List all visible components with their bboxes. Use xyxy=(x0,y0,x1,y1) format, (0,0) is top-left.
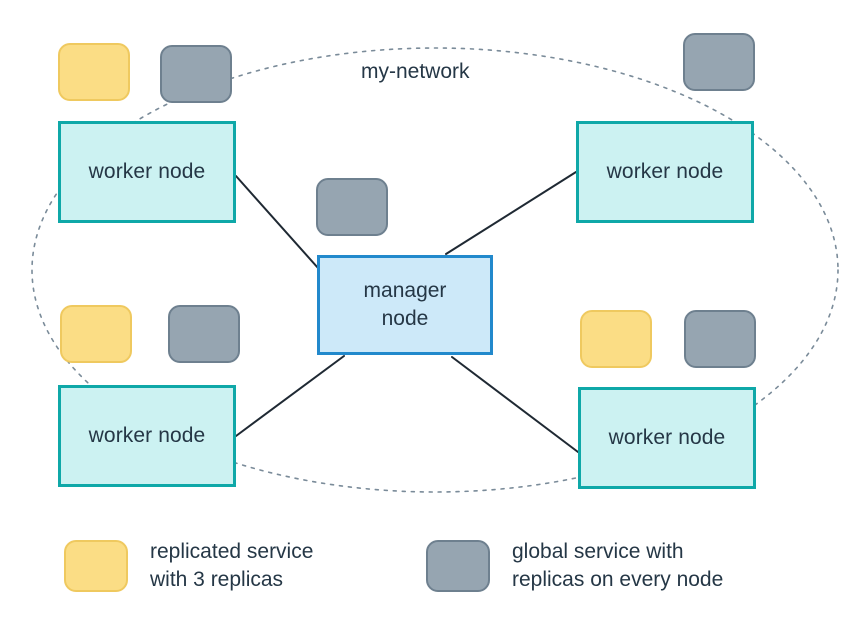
service-replicated-bottom-left xyxy=(60,305,132,363)
service-global-top-left xyxy=(160,45,232,103)
legend-label-global: global service with replicas on every no… xyxy=(512,540,724,591)
service-global-bottom-left xyxy=(168,305,240,363)
service-global-center xyxy=(316,178,388,236)
edge-worker-bottom-right-manager xyxy=(451,356,579,453)
legend-label-replicated: replicated service with 3 replicas xyxy=(150,540,314,591)
service-global-bottom-right xyxy=(684,310,756,368)
legend-item-replicated: replicated service with 3 replicas xyxy=(64,538,313,593)
my-network-boundary-ellipse xyxy=(31,47,839,493)
network-label: my-network xyxy=(361,60,470,83)
edge-worker-bottom-left-manager xyxy=(235,355,345,437)
legend-swatch-replicated xyxy=(64,539,128,592)
legend-item-global: global service with replicas on every no… xyxy=(426,538,723,593)
node-worker-top-right[interactable]: worker node xyxy=(576,121,754,223)
node-worker-bottom-left[interactable]: worker node xyxy=(58,385,236,487)
edge-worker-top-right-manager xyxy=(445,171,577,255)
service-replicated-bottom-right xyxy=(580,310,652,368)
edge-worker-top-left-manager xyxy=(235,175,319,269)
service-replicated-top-left xyxy=(58,43,130,101)
legend-swatch-global xyxy=(426,539,490,592)
node-manager[interactable]: manager node xyxy=(317,255,493,355)
service-global-top-right xyxy=(683,33,755,91)
node-worker-bottom-right[interactable]: worker node xyxy=(578,387,756,489)
node-worker-top-left[interactable]: worker node xyxy=(58,121,236,223)
node-manager-label: manager node xyxy=(363,279,447,330)
